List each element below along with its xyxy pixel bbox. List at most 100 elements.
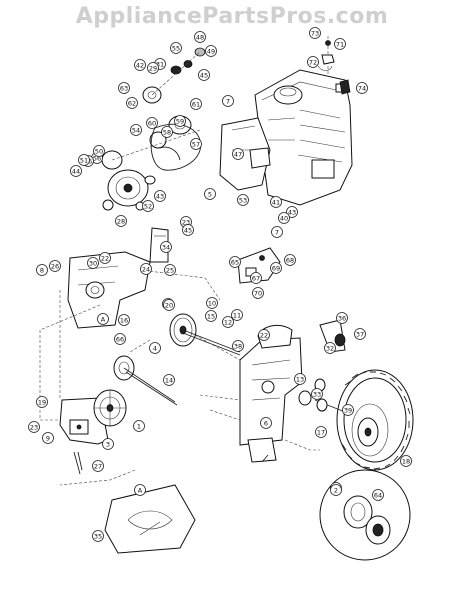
callout-73: 73: [309, 27, 321, 39]
callout-16: 16: [118, 314, 130, 326]
callout-35: 35: [92, 530, 104, 542]
callout-number: 66: [116, 335, 124, 343]
callout-number: 39: [344, 406, 352, 414]
callout-number: 5: [208, 190, 212, 198]
callout-number: 25: [166, 266, 174, 274]
callout-4: 4: [149, 342, 161, 354]
callout-number: 34: [162, 243, 170, 251]
callout-number: 58: [163, 128, 171, 136]
reference-marker-layer: A A 2: [97, 313, 342, 496]
callout-36: 36: [336, 312, 348, 324]
callout-number: 17: [317, 428, 325, 436]
callout-number: 68: [286, 256, 294, 264]
ref-marker-A: A: [97, 313, 109, 325]
callout-number: 4: [153, 344, 157, 352]
callout-number: 24: [142, 265, 150, 273]
callout-50: 50: [93, 145, 105, 157]
callout-48: 48: [194, 31, 206, 43]
drive-shaft: [113, 355, 178, 406]
callout-number: 61: [192, 100, 200, 108]
ref-marker-label: 2: [334, 486, 338, 494]
callout-number: 23: [30, 423, 38, 431]
callout-57: 57: [190, 138, 202, 150]
callout-number: 56: [93, 154, 101, 162]
callout-number: 48: [196, 33, 204, 41]
callout-number: 72: [309, 58, 317, 66]
callout-70: 70: [252, 287, 264, 299]
callout-37: 37: [354, 328, 366, 340]
callout-68: 68: [284, 254, 296, 266]
callout-19: 19: [36, 396, 48, 408]
callout-43: 43: [286, 206, 298, 218]
callout-number: 65: [231, 258, 239, 266]
callout-number: 20: [165, 301, 173, 309]
callout-64: 64: [372, 489, 384, 501]
callout-10: 10: [206, 297, 218, 309]
callout-49: 49: [205, 45, 217, 57]
callout-53: 53: [237, 194, 249, 206]
callout-34: 34: [160, 241, 172, 253]
callout-number: 40: [280, 214, 288, 222]
callout-45: 45: [182, 224, 194, 236]
callout-number: 22: [260, 331, 268, 339]
callout-number: 52: [144, 202, 152, 210]
callout-number: 3: [106, 440, 110, 448]
callout-number: 64: [374, 491, 382, 499]
callout-number: 42: [136, 61, 144, 69]
callout-15: 15: [205, 310, 217, 322]
callout-18: 18: [400, 455, 412, 467]
callout-number: 15: [207, 312, 215, 320]
lower-drive-assembly: [59, 389, 127, 475]
callout-7: 7: [222, 95, 234, 107]
ref-marker-label: A: [138, 486, 143, 494]
callout-59: 59: [174, 115, 186, 127]
callout-number: 29: [149, 64, 157, 72]
callout-66: 66: [114, 333, 126, 345]
callout-25: 25: [164, 264, 176, 276]
callout-number: 23: [182, 218, 190, 226]
callout-number: 70: [254, 289, 262, 297]
callout-number: 73: [311, 29, 319, 37]
belt-cover: [219, 117, 271, 191]
callout-30: 30: [87, 257, 99, 269]
callout-number: 26: [51, 262, 59, 270]
callout-number: 69: [272, 264, 280, 272]
ref-marker-label: A: [101, 315, 106, 323]
callout-number: 41: [272, 198, 280, 206]
main-frame: [239, 324, 303, 446]
callout-number: 7: [275, 228, 279, 236]
callout-number: 59: [176, 117, 184, 125]
callout-number: 71: [336, 40, 344, 48]
callout-65: 65: [229, 256, 241, 268]
callout-40: 40: [278, 212, 290, 224]
callout-number: 6: [264, 419, 268, 427]
ref-marker-A: A: [134, 484, 146, 496]
callout-number: 30: [89, 259, 97, 267]
frame-plate-left: [67, 227, 169, 329]
callout-number: 43: [156, 192, 164, 200]
callout-number: 43: [288, 208, 296, 216]
callout-number: 10: [208, 299, 216, 307]
callout-number: 47: [234, 150, 242, 158]
callout-27: 27: [92, 460, 104, 472]
callout-number: 28: [117, 217, 125, 225]
callout-55: 55: [170, 42, 182, 54]
callout-number: 53: [239, 196, 247, 204]
snow-tire: [336, 369, 414, 471]
callout-number: 60: [148, 119, 156, 127]
callout-number: 55: [172, 44, 180, 52]
callout-number: 36: [338, 314, 346, 322]
callout-32: 32: [324, 342, 336, 354]
callout-22: 22: [258, 329, 270, 341]
callout-12: 12: [222, 316, 234, 328]
callout-9: 9: [42, 432, 54, 444]
callout-74: 74: [356, 82, 368, 94]
callout-38: 38: [232, 340, 244, 352]
callout-6: 6: [260, 417, 272, 429]
callout-number: 45: [184, 226, 192, 234]
callout-7: 7: [271, 226, 283, 238]
detail-inset: [319, 469, 411, 561]
callout-number: 63: [120, 84, 128, 92]
